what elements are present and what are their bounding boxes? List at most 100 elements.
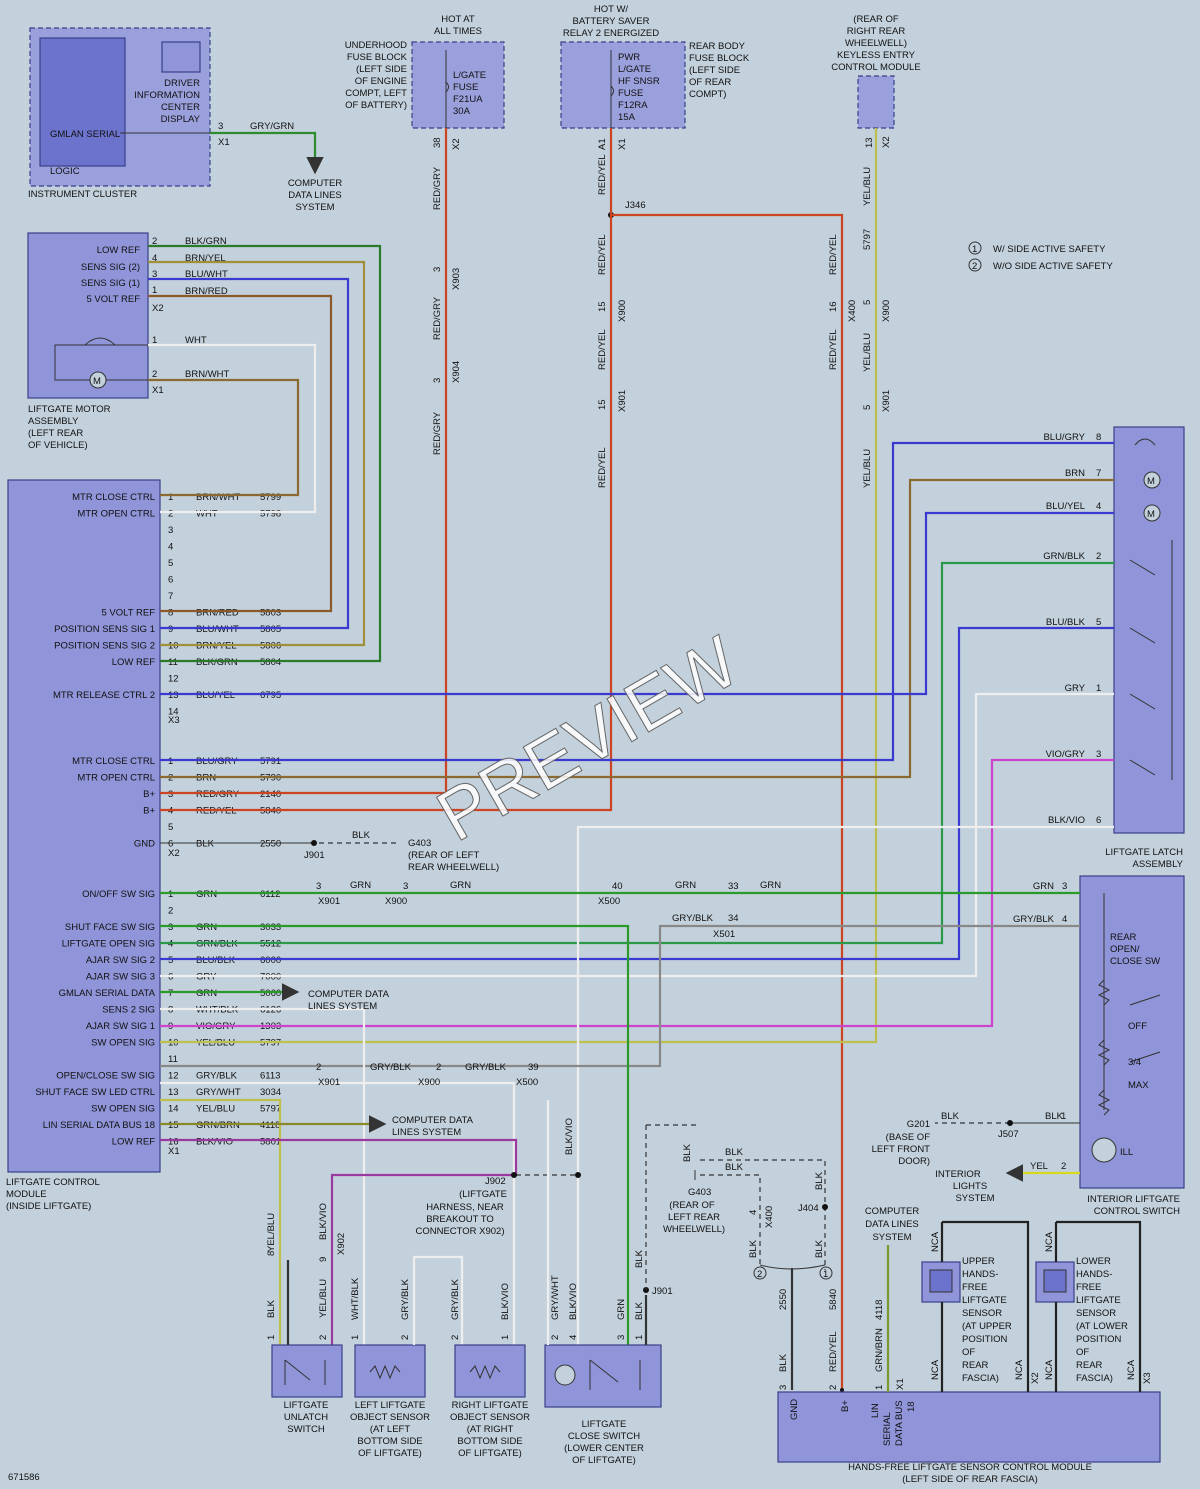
- left-object-sensor: LEFT LIFTGATE OBJECT SENSOR (AT LEFT BOT…: [350, 1255, 464, 1459]
- pin-function-label: POSITION SENS SIG 2: [54, 641, 155, 652]
- svg-text:BLK/GRN: BLK/GRN: [185, 236, 227, 247]
- svg-text:M: M: [1147, 509, 1155, 520]
- svg-text:COMPUTER DATA: COMPUTER DATA: [308, 989, 390, 1000]
- svg-text:NCA: NCA: [930, 1231, 941, 1252]
- svg-text:OF LIFTGATE): OF LIFTGATE): [458, 1448, 522, 1459]
- svg-text:GND: GND: [789, 1399, 800, 1420]
- latch-wire-label: BRN: [1065, 468, 1085, 479]
- circuit-number: 2140: [260, 789, 281, 800]
- switch-wire-label: GRY/BLK: [1013, 914, 1055, 925]
- svg-text:HANDS-: HANDS-: [962, 1269, 998, 1280]
- wire-color-label: BRN/RED: [196, 608, 239, 619]
- svg-text:COMPT): COMPT): [689, 89, 726, 100]
- liftgate-motor-assembly: LOW REF SENS SIG (2) SENS SIG (1) 5 VOLT…: [27, 232, 230, 451]
- wire-color-label: GRN: [196, 889, 217, 900]
- svg-text:(LIFTGATE: (LIFTGATE: [459, 1189, 507, 1200]
- svg-text:BLK: BLK: [725, 1162, 744, 1173]
- svg-text:J346: J346: [625, 200, 646, 211]
- latch-pin-number: 6: [1096, 815, 1101, 826]
- svg-text:J902: J902: [485, 1176, 506, 1187]
- svg-text:SENSOR: SENSOR: [962, 1308, 1002, 1319]
- svg-text:J901: J901: [652, 1286, 673, 1297]
- latch-wire-label: GRN/BLK: [1043, 551, 1085, 562]
- circuit-number: 4118: [260, 1120, 280, 1131]
- pin-function-label: SW OPEN SIG: [91, 1038, 155, 1049]
- svg-text:WHT/BLK: WHT/BLK: [350, 1277, 361, 1320]
- lower-ground-junction: BLK G403 (REAR OF LEFT REAR WHEELWELL) B…: [645, 1124, 844, 1392]
- svg-text:LIFTGATE: LIFTGATE: [582, 1419, 627, 1430]
- lcm-x1-wires: J901 BLK G403 (REAR OF LEFT REAR WHEELWE…: [160, 830, 781, 1345]
- instrument-cluster: DRIVER INFORMATION CENTER DISPLAY GMLAN …: [28, 27, 342, 213]
- svg-text:HOT W/: HOT W/: [594, 4, 628, 15]
- liftgate-latch-assembly: LIFTGATE LATCH ASSEMBLY M M: [1105, 426, 1185, 870]
- svg-text:40: 40: [612, 881, 623, 892]
- pin-number: 7: [168, 988, 173, 999]
- svg-text:BLK/VIO: BLK/VIO: [568, 1283, 579, 1320]
- svg-text:DRIVER: DRIVER: [164, 78, 200, 89]
- svg-text:SYSTEM: SYSTEM: [295, 202, 334, 213]
- wire-color-label: GRY/BLK: [196, 1071, 238, 1082]
- svg-text:LEFT REAR: LEFT REAR: [668, 1212, 720, 1223]
- svg-text:RED/YEL: RED/YEL: [597, 234, 608, 275]
- pin-number: 2: [168, 509, 173, 520]
- svg-text:5: 5: [862, 405, 873, 410]
- svg-text:BLK/VIO: BLK/VIO: [500, 1283, 511, 1320]
- svg-text:2: 2: [400, 1335, 411, 1340]
- svg-text:X901: X901: [617, 390, 628, 412]
- keyless-entry-module: (REAR OF RIGHT REAR WHEELWELL) KEYLESS E…: [831, 14, 920, 148]
- pin-function-label: GMLAN SERIAL DATA: [59, 988, 156, 999]
- svg-text:BRN/YEL: BRN/YEL: [185, 253, 226, 264]
- svg-text:POSITION: POSITION: [962, 1334, 1008, 1345]
- svg-text:DATA LINES: DATA LINES: [288, 190, 342, 201]
- pin-function-label: POSITION SENS SIG 1: [54, 624, 155, 635]
- svg-text:33: 33: [728, 881, 739, 892]
- svg-text:BREAKOUT TO: BREAKOUT TO: [426, 1214, 494, 1225]
- svg-text:DISPLAY: DISPLAY: [161, 114, 201, 125]
- svg-text:HARNESS, NEAR: HARNESS, NEAR: [426, 1202, 504, 1213]
- switch-pin-number: 4: [1062, 914, 1067, 925]
- motor-wires: [148, 244, 382, 663]
- svg-text:OPEN/: OPEN/: [1110, 944, 1140, 955]
- svg-text:REAR BODY: REAR BODY: [689, 41, 746, 52]
- svg-text:LEFT FRONT: LEFT FRONT: [872, 1144, 931, 1155]
- switch-wires: YEL INTERIOR LIGHTS SYSTEM BLK BLK 1 2 J…: [160, 891, 1080, 1204]
- svg-text:POSITION: POSITION: [1076, 1334, 1122, 1345]
- svg-text:ALL TIMES: ALL TIMES: [434, 26, 482, 37]
- svg-text:30A: 30A: [453, 106, 471, 117]
- svg-text:RED/YEL: RED/YEL: [828, 234, 839, 275]
- pin-number: 5: [168, 955, 173, 966]
- svg-text:15: 15: [597, 399, 608, 410]
- svg-text:X901: X901: [318, 896, 340, 907]
- svg-text:OF LIFTGATE): OF LIFTGATE): [358, 1448, 422, 1459]
- svg-text:LIGHTS: LIGHTS: [953, 1181, 987, 1192]
- svg-text:HOT AT: HOT AT: [441, 14, 475, 25]
- svg-text:OBJECT SENSOR: OBJECT SENSOR: [450, 1412, 530, 1423]
- svg-text:X904: X904: [451, 361, 462, 383]
- circuit-number: 5801: [260, 1137, 281, 1148]
- svg-text:BLK: BLK: [814, 1171, 825, 1190]
- svg-text:BLK: BLK: [682, 1143, 693, 1162]
- switch-pin-number: 3: [1062, 881, 1067, 892]
- svg-text:WHEELWELL): WHEELWELL): [663, 1224, 725, 1235]
- svg-text:REAR WHEELWELL): REAR WHEELWELL): [408, 862, 499, 873]
- svg-text:GRN: GRN: [760, 880, 781, 891]
- pin-function-label: SENS 2 SIG: [102, 1005, 155, 1016]
- svg-text:LIFTGATE CONTROL: LIFTGATE CONTROL: [6, 1177, 100, 1188]
- svg-text:1: 1: [634, 1335, 645, 1340]
- svg-text:M: M: [93, 376, 101, 387]
- svg-text:BLK/VIO: BLK/VIO: [318, 1203, 329, 1240]
- svg-text:RELAY 2 ENERGIZED: RELAY 2 ENERGIZED: [563, 28, 659, 39]
- svg-text:NCA: NCA: [1044, 1231, 1055, 1252]
- svg-text:2: 2: [450, 1335, 461, 1340]
- svg-text:SENS SIG (1): SENS SIG (1): [81, 278, 140, 289]
- wire-color-label: BLU/BLK: [196, 955, 236, 966]
- latch-wire-label: BLU/YEL: [1046, 501, 1085, 512]
- svg-text:OF ENGINE: OF ENGINE: [355, 76, 407, 87]
- svg-text:RED/YEL: RED/YEL: [828, 329, 839, 370]
- pin-number: 5: [168, 822, 173, 833]
- svg-text:X400: X400: [847, 300, 858, 322]
- pin-function-label: MTR OPEN CTRL: [77, 509, 155, 520]
- svg-text:GRN: GRN: [450, 880, 471, 891]
- svg-text:1: 1: [266, 1335, 277, 1340]
- wire-color-label: BLU/YEL: [196, 690, 235, 701]
